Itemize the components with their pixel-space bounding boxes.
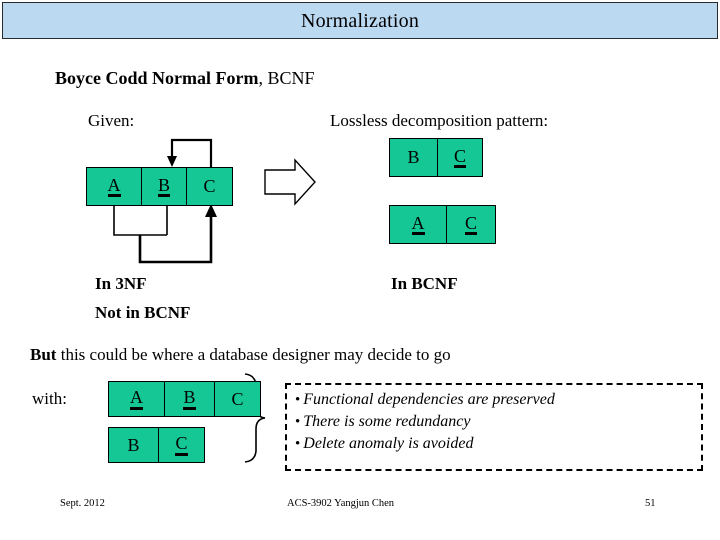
page-title: Normalization	[300, 9, 420, 32]
fd-arrow-c-to-b	[167, 138, 213, 167]
note-item: • Functional dependencies are preserved	[295, 389, 695, 411]
decomposition-bc-table[interactable]: B C	[389, 138, 483, 177]
alt-abc-cell-c[interactable]: C	[215, 382, 260, 416]
alternative-bc-table[interactable]: B C	[108, 427, 205, 463]
section-heading-bold: Boyce Codd Normal Form	[55, 68, 259, 88]
fd-arrow-ab-to-c	[113, 204, 217, 264]
designer-note-bold: But	[30, 345, 57, 364]
status-in-3nf: In 3NF	[95, 274, 147, 293]
with-label: with:	[32, 389, 67, 408]
designer-note-rest: this could be where a database designer …	[56, 345, 451, 364]
status-in-bcnf: In BCNF	[391, 274, 458, 293]
note-text: Functional dependencies are preserved	[303, 391, 555, 408]
given-label: Given:	[88, 111, 135, 130]
note-item: • There is some redundancy	[295, 411, 695, 433]
footer-page-number: 51	[645, 498, 656, 509]
decomp-ac-cell-a[interactable]: A	[390, 206, 447, 243]
properties-note-box: • Functional dependencies are preserved …	[285, 383, 703, 471]
decomposition-ac-table[interactable]: A C	[389, 205, 496, 244]
note-text: Delete anomaly is avoided	[303, 435, 474, 452]
designer-note-line: But this could be where a database desig…	[30, 345, 451, 365]
bullet-icon: •	[295, 392, 301, 408]
footer-date: Sept. 2012	[60, 498, 105, 509]
alt-abc-cell-b[interactable]: B	[165, 382, 215, 416]
decomp-bc-cell-c[interactable]: C	[438, 139, 482, 176]
given-cell-c[interactable]: C	[187, 168, 232, 205]
note-item: • Delete anomaly is avoided	[295, 433, 695, 455]
section-heading-rest: , BCNF	[258, 68, 315, 88]
alt-bc-cell-b[interactable]: B	[109, 428, 159, 462]
given-relation-table[interactable]: A B C	[86, 167, 233, 206]
given-cell-a[interactable]: A	[87, 168, 142, 205]
section-heading: Boyce Codd Normal Form, BCNF	[55, 68, 315, 89]
alt-abc-cell-a[interactable]: A	[109, 382, 165, 416]
given-cell-b[interactable]: B	[142, 168, 187, 205]
decomp-bc-cell-b[interactable]: B	[390, 139, 438, 176]
block-arrow-right-icon	[264, 158, 316, 206]
bullet-icon: •	[295, 436, 301, 452]
decomp-ac-cell-c[interactable]: C	[447, 206, 495, 243]
slide-title-bar: Normalization	[2, 2, 718, 39]
footer-course: ACS-3902 Yangjun Chen	[287, 498, 395, 509]
alternative-abc-table[interactable]: A B C	[108, 381, 261, 417]
note-text: There is some redundancy	[303, 413, 471, 430]
bullet-icon: •	[295, 414, 301, 430]
alt-bc-cell-c[interactable]: C	[159, 428, 204, 462]
status-not-in-bcnf: Not in BCNF	[95, 303, 191, 322]
lossless-decomposition-label: Lossless decomposition pattern:	[330, 111, 549, 130]
